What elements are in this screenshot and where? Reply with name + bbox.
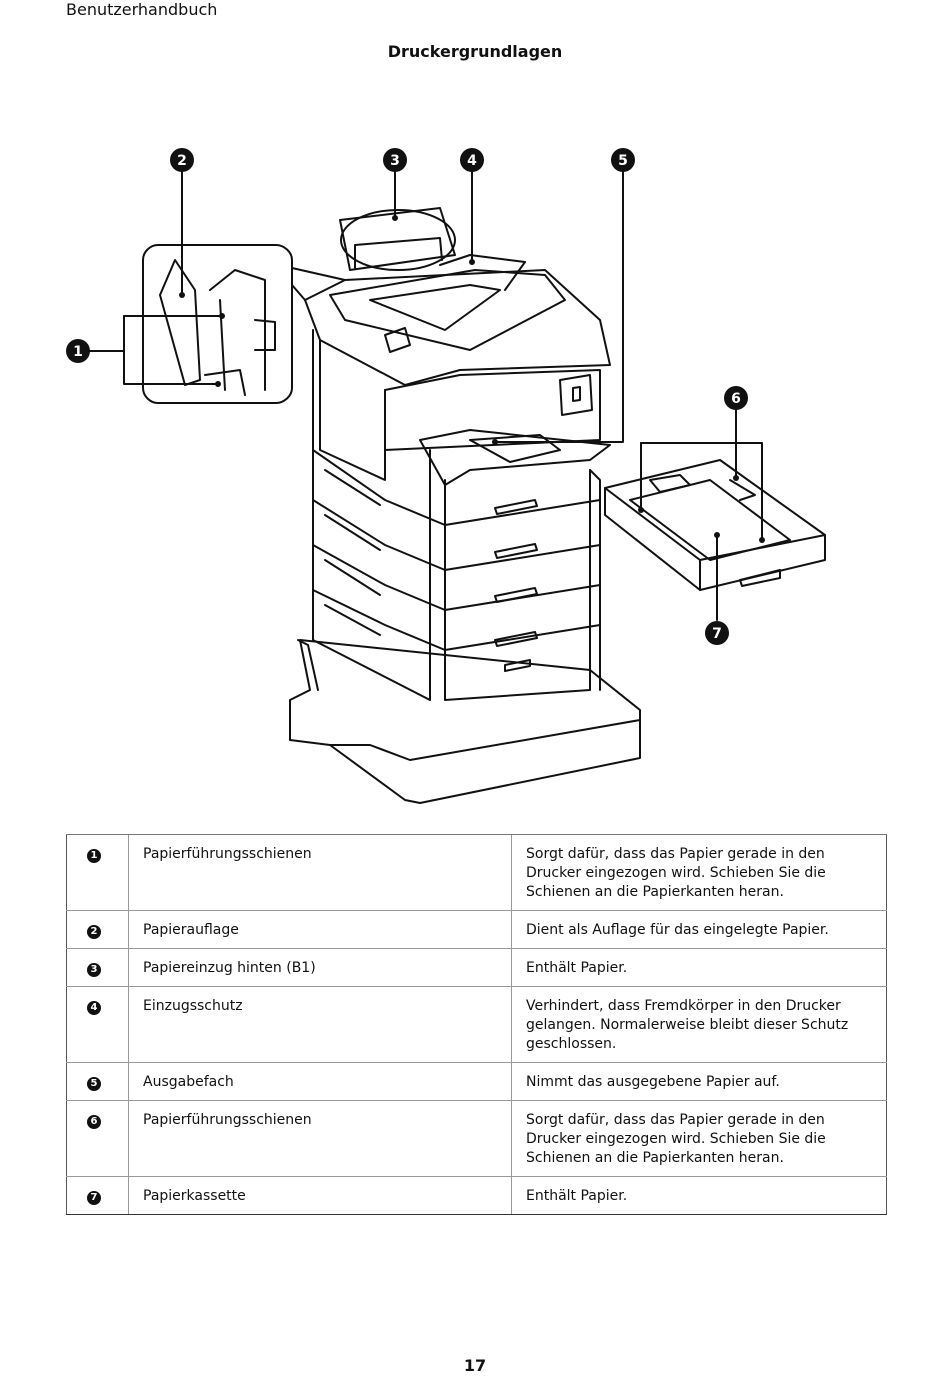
- callout-5: 5: [618, 153, 628, 169]
- page-number: 17: [463, 1356, 487, 1375]
- part-description: Verhindert, dass Fremdkörper in den Druc…: [511, 986, 887, 1063]
- table-row: 4 Einzugsschutz Verhindert, dass Fremdkö…: [66, 986, 887, 1063]
- part-description: Dient als Auflage für das eingelegte Pap…: [511, 910, 887, 949]
- part-number-badge: 2: [87, 925, 101, 939]
- part-description: Nimmt das ausgegebene Papier auf.: [511, 1062, 887, 1101]
- table-row: 6 Papierführungsschienen Sorgt dafür, da…: [66, 1100, 887, 1177]
- part-description: Enthält Papier.: [511, 1176, 887, 1215]
- callout-3: 3: [390, 153, 400, 169]
- callout-7: 7: [712, 626, 722, 642]
- part-number-badge: 1: [87, 849, 101, 863]
- table-row: 2 Papierauflage Dient als Auflage für da…: [66, 910, 887, 949]
- printer-illustration: 2 3 4 5 1 6 7: [66, 148, 826, 804]
- callout-4: 4: [467, 153, 477, 169]
- table-row: 3 Papiereinzug hinten (B1) Enthält Papie…: [66, 948, 887, 987]
- part-number-badge: 7: [87, 1191, 101, 1205]
- callout-1: 1: [73, 344, 83, 360]
- part-name: Papierkassette: [128, 1176, 512, 1215]
- part-name: Einzugsschutz: [128, 986, 512, 1063]
- part-name: Papierführungsschienen: [128, 834, 512, 911]
- part-number-badge: 5: [87, 1077, 101, 1091]
- part-name: Papierführungsschienen: [128, 1100, 512, 1177]
- callout-2: 2: [177, 153, 187, 169]
- part-number-badge: 3: [87, 963, 101, 977]
- part-description: Enthält Papier.: [511, 948, 887, 987]
- part-name: Papierauflage: [128, 910, 512, 949]
- callout-6: 6: [731, 391, 741, 407]
- table-row: 1 Papierführungsschienen Sorgt dafür, da…: [66, 834, 887, 911]
- document-title: Benutzerhandbuch: [66, 0, 218, 19]
- part-name: Ausgabefach: [128, 1062, 512, 1101]
- part-number-badge: 4: [87, 1001, 101, 1015]
- table-row: 5 Ausgabefach Nimmt das ausgegebene Papi…: [66, 1062, 887, 1101]
- part-description: Sorgt dafür, dass das Papier gerade in d…: [511, 834, 887, 911]
- parts-table: 1 Papierführungsschienen Sorgt dafür, da…: [66, 834, 887, 1215]
- table-row: 7 Papierkassette Enthält Papier.: [66, 1176, 887, 1215]
- part-number-badge: 6: [87, 1115, 101, 1129]
- section-title: Druckergrundlagen: [387, 42, 563, 61]
- part-description: Sorgt dafür, dass das Papier gerade in d…: [511, 1100, 887, 1177]
- part-name: Papiereinzug hinten (B1): [128, 948, 512, 987]
